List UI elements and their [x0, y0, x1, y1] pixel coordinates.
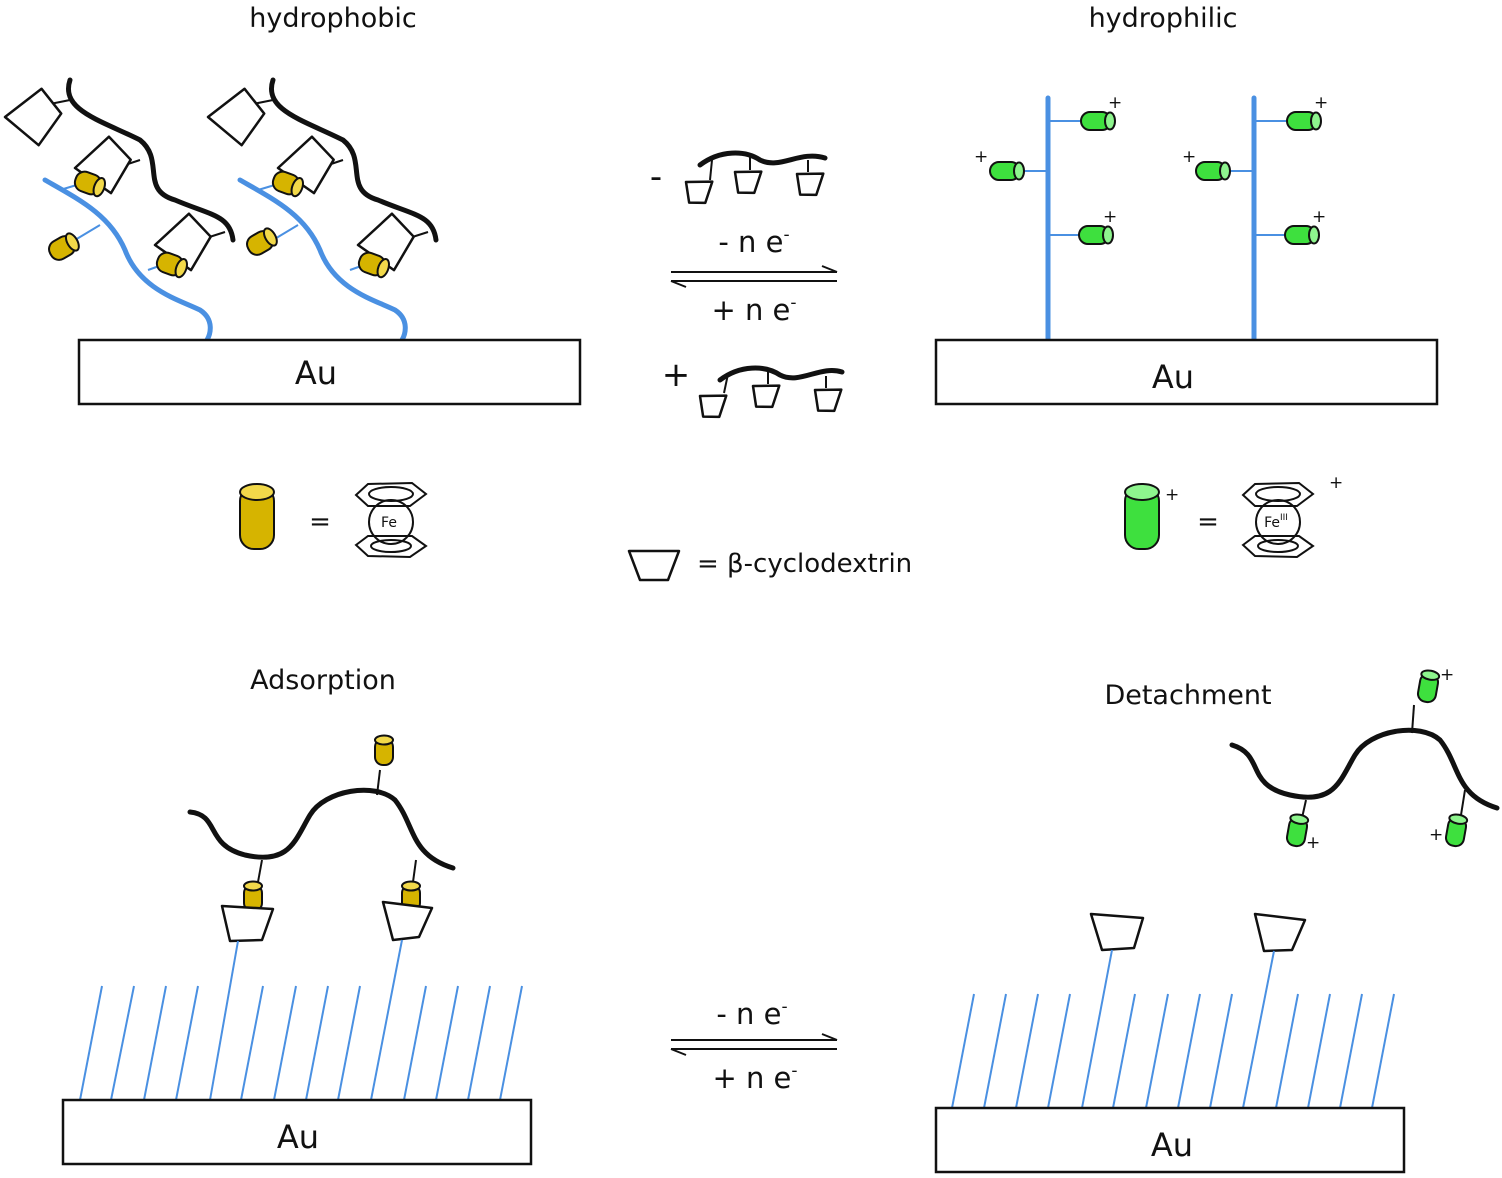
ferrocenium-structure-icon: FeIII + — [1241, 473, 1343, 559]
hydrophobic-label: hydrophobic — [249, 3, 417, 34]
ferrocenium-guest-polymer: + + + — [1229, 665, 1500, 853]
au-label: Au — [1151, 1126, 1193, 1164]
cyclodextrin-label: = β-cyclodextrin — [697, 549, 912, 579]
equilibrium-arrows-top — [670, 265, 838, 288]
charge-mark: + — [974, 147, 988, 167]
charge-mark: + — [1103, 207, 1117, 227]
oxidation-label-bottom: - n e- — [716, 997, 787, 1031]
anchored-cyclodextrins-left — [209, 900, 434, 1101]
charge-mark: + — [1329, 473, 1343, 493]
anchored-cyclodextrins-right — [1081, 912, 1307, 1109]
detachment-label: Detachment — [1104, 680, 1271, 711]
gold-surface-top-left — [77, 338, 582, 406]
charge-mark: + — [1306, 833, 1320, 853]
charge-mark: + — [1312, 207, 1326, 227]
ferrocene-legend: = Fe — [239, 481, 428, 559]
au-label: Au — [295, 354, 337, 392]
au-label: Au — [277, 1118, 319, 1156]
free-cyclodextrin-polymer-top — [681, 150, 828, 207]
ferrocenium-brush-2: + + + — [1182, 93, 1328, 343]
charge-mark: + — [1429, 825, 1443, 845]
ferrocene-guest-polymer — [187, 734, 456, 912]
host-guest-assembly-1 — [0, 77, 236, 343]
charge-mark: + — [1108, 93, 1122, 113]
equals-sign: = — [1197, 507, 1219, 537]
ferrocenium-legend: + = FeIII + — [1124, 473, 1343, 559]
charge-mark: + — [1182, 147, 1196, 167]
charge-mark: + — [1440, 665, 1454, 685]
monolayer-chains-left — [79, 985, 523, 1101]
cyclodextrin-legend: = β-cyclodextrin — [627, 549, 912, 582]
cyclodextrin-icon — [627, 549, 681, 582]
plus-sign: + — [662, 355, 691, 395]
reduction-label-bottom: + n e- — [712, 1061, 797, 1095]
gold-surface-top-right — [934, 338, 1439, 406]
fe-label: Fe — [381, 515, 397, 531]
oxidation-label-top: - n e- — [718, 225, 789, 259]
equals-sign: = — [309, 507, 331, 537]
adsorption-label: Adsorption — [250, 665, 396, 696]
minus-sign: - — [650, 157, 662, 197]
charge-mark: + — [1314, 93, 1328, 113]
reduction-label-top: + n e- — [711, 293, 796, 327]
hydrophilic-label: hydrophilic — [1089, 3, 1238, 34]
au-label: Au — [1152, 358, 1194, 396]
monolayer-chains-right — [951, 993, 1395, 1109]
equilibrium-arrows-bottom — [670, 1033, 838, 1056]
charge-mark: + — [1165, 485, 1179, 505]
gold-surface-bottom-left — [61, 1098, 533, 1166]
ferrocenium-brush-1: + + + — [974, 93, 1122, 343]
free-cyclodextrin-polymer-bottom — [695, 365, 845, 421]
gold-surface-bottom-right — [934, 1106, 1406, 1174]
fe-iii-label: FeIII — [1264, 513, 1288, 531]
host-guest-assembly-2 — [201, 77, 439, 343]
ferrocene-structure-icon: Fe — [354, 481, 428, 559]
